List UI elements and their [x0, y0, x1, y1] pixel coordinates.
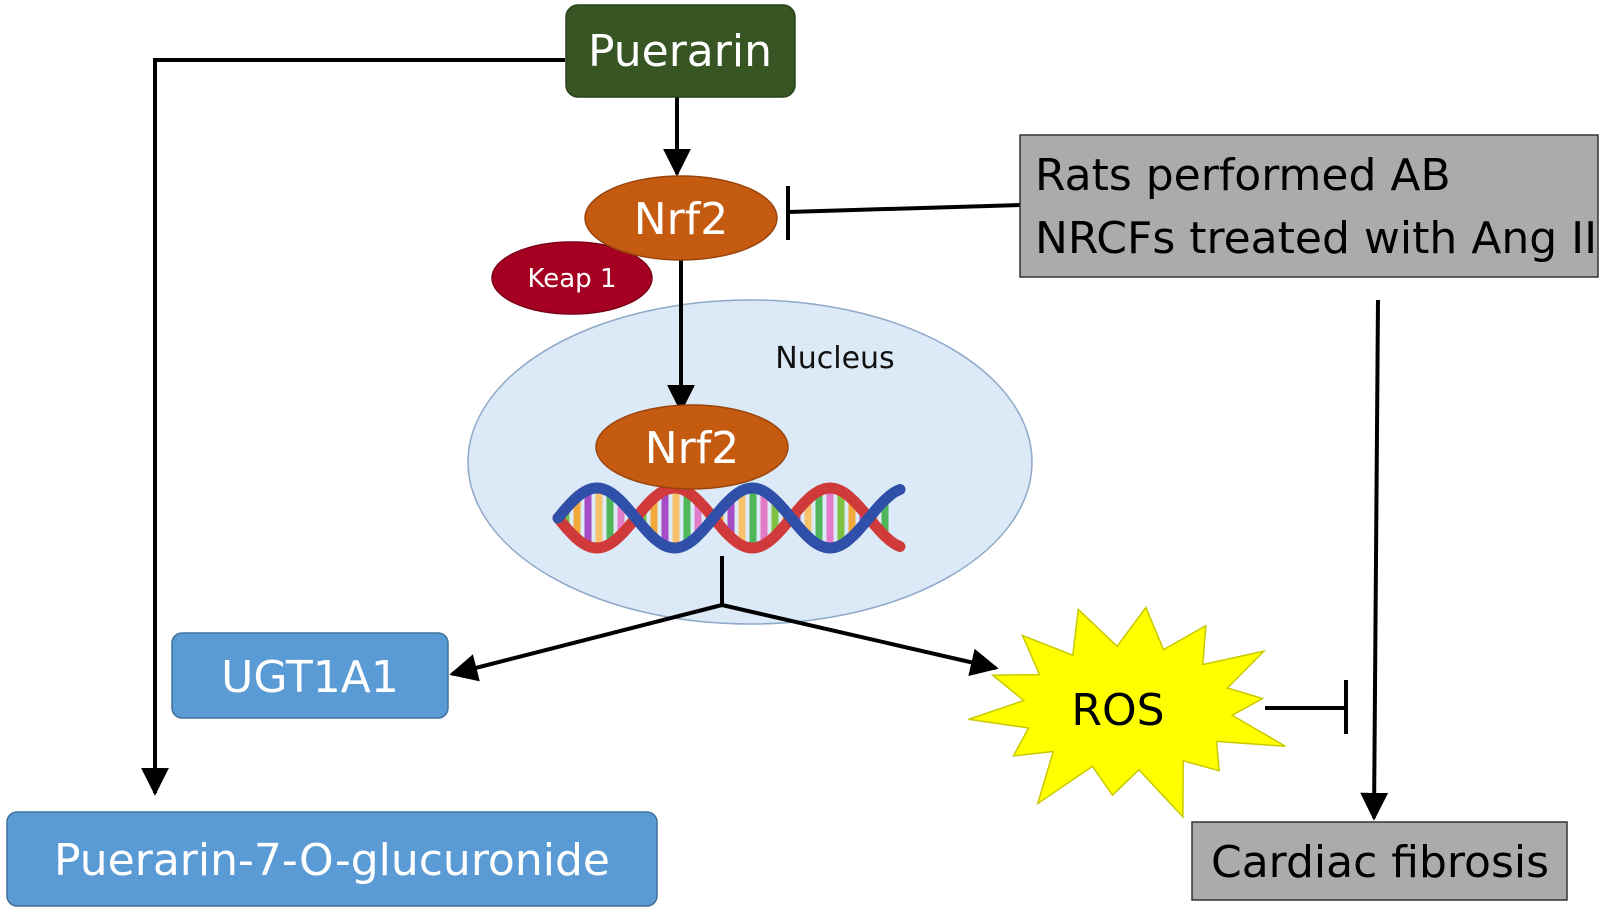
glucuronide-label: Puerarin-7-O-glucuronide: [54, 835, 610, 886]
conditions-node: Rats performed AB NRCFs treated with Ang…: [1019, 134, 1599, 278]
dna-base-pair: [650, 497, 658, 539]
keap1-label: Keap 1: [528, 264, 617, 294]
dna-base-pair: [683, 491, 691, 545]
dna-strand-a: [552, 482, 906, 554]
edge-puerarin-to-glucuronide: [141, 58, 565, 796]
cardiac-fibrosis-label: Cardiac fibrosis: [1211, 837, 1549, 888]
keap1-node: Keap 1: [491, 241, 653, 315]
dna-double-helix-icon: [552, 482, 906, 554]
dna-base-pair: [694, 500, 702, 536]
dna-base-pair: [881, 499, 889, 537]
nrf2-nucleus-node: Nrf2: [595, 404, 789, 490]
ugt1a1-label: UGT1A1: [221, 652, 399, 703]
dna-base-pair: [661, 490, 669, 546]
ugt1a1-node: UGT1A1: [171, 632, 449, 719]
edges: [141, 58, 1389, 821]
dna-base-pair: [672, 488, 680, 548]
puerarin-node: Puerarin: [565, 4, 796, 98]
dna-base-pair: [804, 499, 812, 537]
dna-base-pair: [595, 488, 603, 548]
dna-base-pair: [815, 490, 823, 545]
puerarin-label: Puerarin: [588, 26, 772, 77]
conditions-line-1: Rats performed AB: [1035, 150, 1451, 201]
nrf2-cytoplasm-node: Nrf2: [584, 175, 778, 261]
dna-strand-b: [552, 482, 906, 554]
edge-conditions-inhibits-nrf2: [787, 203, 1021, 214]
ros-node: ROS: [968, 605, 1286, 819]
cardiac-fibrosis-node: Cardiac fibrosis: [1191, 821, 1568, 901]
dna-base-pair: [639, 509, 647, 527]
dna-base-pair: [738, 490, 746, 546]
conditions-line-2: NRCFs treated with Ang II: [1035, 213, 1597, 264]
dna-base-pair: [606, 492, 614, 544]
dna-base-pair: [562, 508, 570, 528]
nrf2-nucleus-label: Nrf2: [645, 423, 740, 474]
dna-base-pair: [760, 491, 768, 545]
dna-base-pair: [573, 497, 581, 539]
edge-to-ugt1a1: [449, 603, 723, 682]
edge-conditions-to-fibrosis: [1360, 299, 1389, 821]
dna-base-pair: [837, 490, 845, 546]
dna-base-pair: [617, 501, 625, 535]
dna-base-pair: [848, 499, 856, 537]
dna-base-pair: [727, 498, 735, 538]
dna-base-pair: [771, 499, 779, 537]
dna-base-pair: [826, 488, 834, 548]
nucleus-label: Nucleus: [775, 341, 894, 376]
glucuronide-node: Puerarin-7-O-glucuronide: [6, 811, 658, 907]
edge-to-ros: [721, 603, 999, 676]
nrf2-cytoplasm-label: Nrf2: [634, 194, 729, 245]
ros-label: ROS: [1071, 685, 1164, 736]
dna-base-pair: [584, 489, 592, 547]
dna-base-pair: [749, 488, 757, 548]
